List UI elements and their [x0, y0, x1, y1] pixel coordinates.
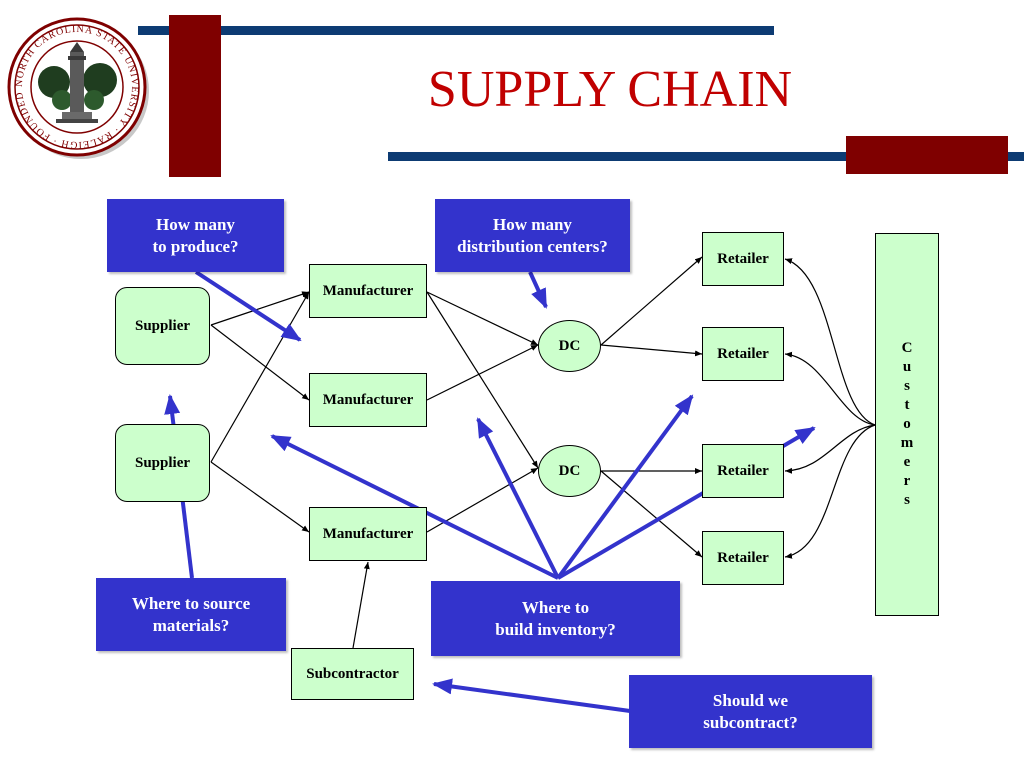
question-arrow-dcs — [528, 271, 548, 309]
customers-letter: r — [903, 473, 911, 489]
manufacturer-node-2: Manufacturer — [309, 373, 427, 427]
header-top-bar — [138, 26, 774, 35]
dc-node-1: DC — [538, 320, 601, 372]
question-where-to-build-inventory: Where to build inventory? — [431, 581, 680, 656]
link-dc1-retailer2 — [600, 344, 703, 357]
university-seal-icon: NORTH CAROLINA STATE UNIVERSITY · RALEIG… — [0, 4, 152, 162]
link-customers-retailer1 — [784, 258, 876, 426]
link-manufacturer2-dc1 — [426, 344, 539, 401]
question-how-many-to-produce: How many to produce? — [107, 199, 284, 272]
link-dc1-retailer1 — [600, 256, 703, 346]
customers-letter: o — [903, 416, 911, 432]
question-arrow-produce — [194, 270, 302, 342]
link-manufacturer1-dc2 — [426, 291, 539, 469]
question-where-to-source-materials: Where to source materials? — [96, 578, 286, 651]
page-title: SUPPLY CHAIN — [427, 61, 793, 118]
question-should-we-subcontract: Should we subcontract? — [629, 675, 872, 748]
retailer-node-4: Retailer — [702, 531, 784, 585]
link-manufacturer1-dc1 — [426, 291, 539, 346]
customers-letter: u — [902, 359, 912, 375]
header-left-block — [169, 15, 221, 177]
customers-letter: t — [904, 397, 910, 413]
retailer-node-2: Retailer — [702, 327, 784, 381]
customers-letter: m — [900, 435, 914, 451]
question-arrow-inventory-3 — [556, 394, 694, 580]
dc-node-2: DC — [538, 445, 601, 497]
customers-letter: e — [903, 454, 911, 470]
retailer-node-3: Retailer — [702, 444, 784, 498]
header-right-block — [846, 136, 1008, 174]
link-subcontractor-manufacturer3 — [352, 561, 370, 649]
link-supplier1-manufacturer1 — [210, 291, 310, 326]
link-customers-retailer4 — [784, 424, 876, 559]
retailer-node-1: Retailer — [702, 232, 784, 286]
supplier-node-1: Supplier — [115, 287, 210, 365]
subcontractor-node: Subcontractor — [291, 648, 414, 700]
customers-letter: C — [901, 340, 913, 356]
link-customers-retailer2 — [784, 351, 876, 426]
customers-letter: s — [904, 492, 910, 508]
link-dc2-retailer4 — [600, 470, 703, 558]
question-how-many-distribution-centers: How many distribution centers? — [435, 199, 630, 272]
question-arrow-subcontract — [432, 678, 631, 713]
manufacturer-node-1: Manufacturer — [309, 264, 427, 318]
manufacturer-node-3: Manufacturer — [309, 507, 427, 561]
link-supplier2-manufacturer1 — [210, 291, 310, 463]
supplier-node-2: Supplier — [115, 424, 210, 502]
customers-node: C u s t o m e r s — [875, 233, 939, 616]
link-customers-retailer3 — [784, 424, 876, 474]
question-arrow-inventory-2 — [476, 417, 560, 579]
header-bottom-bar — [388, 152, 1024, 161]
link-supplier1-manufacturer2 — [210, 324, 310, 401]
customers-letter: s — [904, 378, 910, 394]
link-supplier2-manufacturer3 — [210, 461, 310, 533]
